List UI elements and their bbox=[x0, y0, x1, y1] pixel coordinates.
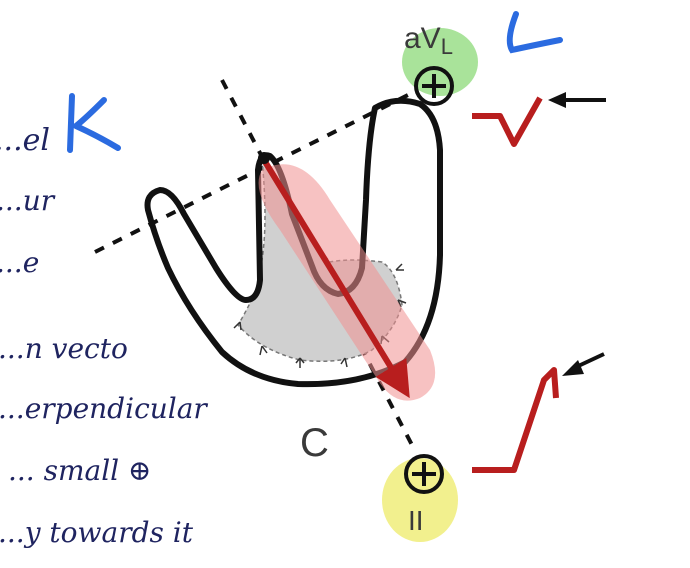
lead-avl: aVL bbox=[402, 22, 478, 106]
ii-label: II bbox=[408, 505, 424, 536]
note-line-5: ...erpendicular bbox=[0, 392, 208, 425]
note-line-3: ...e bbox=[0, 246, 39, 279]
lead-ii: II bbox=[382, 454, 458, 542]
ii-waveform bbox=[472, 367, 559, 473]
axis-perpendicular bbox=[94, 93, 409, 254]
plus-circle-icon bbox=[414, 66, 454, 106]
mean-vector-arrow bbox=[261, 158, 410, 399]
vector-origin bbox=[258, 152, 270, 164]
avl-highlight bbox=[402, 28, 478, 96]
note-line-6: ... small ⊕ bbox=[8, 454, 152, 487]
note-line-7: ...y towards it bbox=[0, 516, 194, 549]
arrow-left-icon bbox=[562, 352, 605, 376]
note-line-1: ...el bbox=[0, 123, 50, 158]
note-line-4: ...n vecto bbox=[0, 332, 128, 365]
mark-k bbox=[67, 93, 121, 153]
handwritten-notes: ...el ...ur ...e ...n vecto ...erpendicu… bbox=[0, 123, 208, 549]
arrow-left-icon bbox=[548, 92, 606, 108]
mark-check bbox=[506, 11, 563, 54]
note-line-2: ...ur bbox=[0, 184, 56, 217]
avl-label: aVL bbox=[404, 22, 453, 59]
plus-circle-icon bbox=[404, 454, 444, 494]
ii-highlight bbox=[382, 458, 458, 542]
panel-label: C bbox=[300, 421, 329, 465]
avl-waveform bbox=[472, 96, 543, 147]
